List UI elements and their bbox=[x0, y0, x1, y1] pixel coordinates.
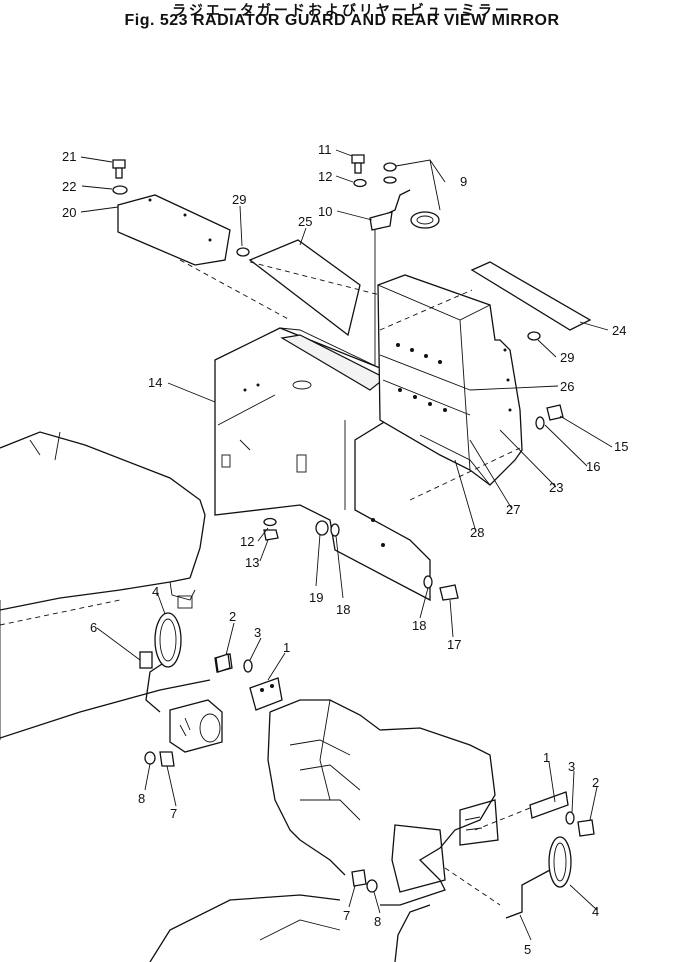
callout-26: 26 bbox=[560, 379, 574, 394]
callout-3-right: 3 bbox=[568, 759, 575, 774]
callout-2-left: 2 bbox=[229, 609, 236, 624]
callout-2-right: 2 bbox=[592, 775, 599, 790]
callout-1-left: 1 bbox=[283, 640, 290, 655]
callout-25: 25 bbox=[298, 214, 312, 229]
callout-10: 10 bbox=[318, 204, 332, 219]
mirror-bracket-top bbox=[369, 189, 440, 365]
lamp-block-left bbox=[169, 699, 223, 753]
panel-top-25 bbox=[248, 239, 381, 337]
callout-14: 14 bbox=[148, 375, 162, 390]
callout-1-right: 1 bbox=[543, 750, 550, 765]
callout-7-left: 7 bbox=[170, 806, 177, 821]
callout-19: 19 bbox=[309, 590, 323, 605]
callout-20: 20 bbox=[62, 205, 76, 220]
frame-outline bbox=[149, 699, 499, 962]
callout-labels: 21 22 20 29 25 11 12 10 9 24 29 14 26 15… bbox=[62, 142, 628, 957]
callout-21: 21 bbox=[62, 149, 76, 164]
callout-12-upper: 12 bbox=[318, 169, 332, 184]
callout-11: 11 bbox=[318, 142, 332, 157]
callout-7-right: 7 bbox=[343, 908, 350, 923]
callout-27: 27 bbox=[506, 502, 520, 517]
callout-5: 5 bbox=[524, 942, 531, 957]
figure-title-japanese: ラジエータガードおよびリヤービューミラー bbox=[172, 2, 512, 18]
callout-15: 15 bbox=[614, 439, 628, 454]
callout-8-right: 8 bbox=[374, 914, 381, 929]
callout-24: 24 bbox=[612, 323, 626, 338]
callout-12-lower: 12 bbox=[240, 534, 254, 549]
mirror-right-assembly bbox=[444, 791, 572, 919]
machine-body-outline bbox=[0, 431, 211, 740]
callout-29-upper: 29 bbox=[232, 192, 246, 207]
cover-plate-left bbox=[117, 194, 291, 321]
callout-23: 23 bbox=[549, 480, 563, 495]
callout-4-right: 4 bbox=[592, 904, 599, 919]
callout-9: 9 bbox=[460, 174, 467, 189]
callout-16: 16 bbox=[586, 459, 600, 474]
leader-lines bbox=[80, 149, 613, 941]
callout-6: 6 bbox=[90, 620, 97, 635]
callout-4-left: 4 bbox=[152, 584, 159, 599]
callout-29-right: 29 bbox=[560, 350, 574, 365]
shroud-right bbox=[377, 274, 523, 501]
callout-17: 17 bbox=[447, 637, 461, 652]
callout-22: 22 bbox=[62, 179, 76, 194]
figure-title: Fig. 523 RADIATOR GUARD AND REAR VIEW MI… bbox=[124, 12, 560, 29]
callout-13: 13 bbox=[245, 555, 259, 570]
callout-3-left: 3 bbox=[254, 625, 261, 640]
callout-28: 28 bbox=[470, 525, 484, 540]
callout-18-left: 18 bbox=[336, 602, 350, 617]
mirror-left-assembly bbox=[139, 612, 182, 713]
callout-8-left: 8 bbox=[138, 791, 145, 806]
callout-18-right: 18 bbox=[412, 618, 426, 633]
hardware bbox=[112, 154, 595, 893]
plate-24 bbox=[379, 261, 592, 331]
